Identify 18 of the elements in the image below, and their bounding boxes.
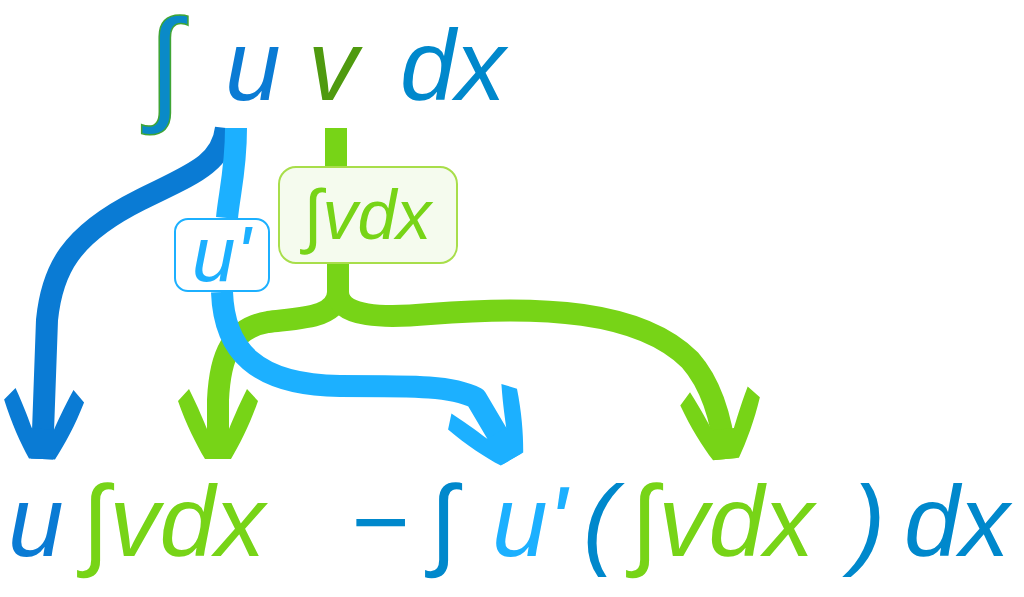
math-term: u' (486, 459, 575, 584)
math-term: ∫vdx (625, 459, 822, 584)
math-term: ∫vdx (297, 174, 439, 256)
math-term: u (219, 3, 289, 128)
math-term: ∫vdx (76, 459, 273, 584)
connector-line (216, 127, 247, 220)
minus-sign: − (349, 464, 410, 579)
math-text: dx (399, 8, 509, 123)
math-term: u (2, 459, 72, 584)
math-term: v (302, 3, 366, 128)
integral-sign: ∫ (424, 459, 466, 584)
parenthesis: ( (577, 459, 625, 584)
connector-line (325, 128, 347, 166)
math-text: dx (903, 464, 1013, 579)
rounded-box (278, 166, 458, 264)
rounded-box (174, 218, 270, 292)
integral-sign: ∫ (140, 0, 192, 136)
math-term: u' (191, 210, 254, 300)
